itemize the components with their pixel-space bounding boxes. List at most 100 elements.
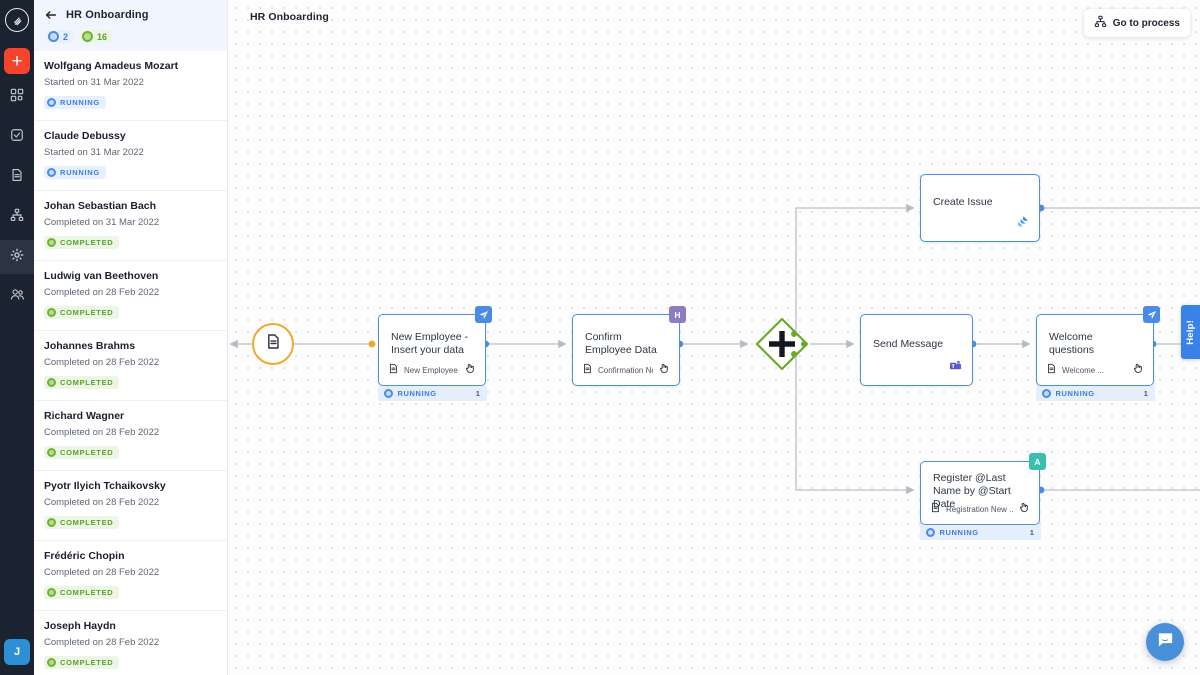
hand-pointer-icon[interactable] <box>658 361 670 379</box>
node-status-badge: RUNNING 1 <box>377 386 487 401</box>
list-item-date: Completed on 28 Feb 2022 <box>44 357 160 368</box>
node-footer: Registration New ... <box>930 500 1030 518</box>
running-dot-icon <box>47 168 56 177</box>
status-badge: RUNNING <box>44 166 106 179</box>
running-dot-icon <box>47 98 56 107</box>
node-title: Send Message <box>873 338 944 350</box>
status-badge-label: RUNNING <box>60 168 100 177</box>
left-nav-rail: + <box>0 0 34 675</box>
chat-bubble-icon <box>1156 630 1175 654</box>
microsoft-teams-icon <box>949 359 962 377</box>
hand-pointer-icon[interactable] <box>1018 500 1030 518</box>
list-item-date: Completed on 31 Mar 2022 <box>44 217 160 228</box>
parallel-gateway[interactable] <box>754 316 810 372</box>
list-item-name: Frédéric Chopin <box>44 550 125 562</box>
list-item-name: Johan Sebastian Bach <box>44 200 157 212</box>
rail-item-dashboard[interactable] <box>0 80 34 114</box>
list-item-date: Completed on 28 Feb 2022 <box>44 497 160 508</box>
list-item-date: Started on 31 Mar 2022 <box>44 77 144 88</box>
list-item-name: Joseph Haydn <box>44 620 116 632</box>
gear-icon <box>10 248 24 267</box>
help-tab[interactable]: Help! <box>1181 305 1200 359</box>
hand-pointer-icon[interactable] <box>1132 361 1144 379</box>
completed-dot-icon <box>47 238 56 247</box>
status-badge: COMPLETED <box>44 656 120 669</box>
instance-list-panel: HR Onboarding 2 16 Wolfgang Amadeus Moza… <box>34 0 228 675</box>
node-status-count: 1 <box>1143 389 1149 398</box>
document-icon <box>265 333 282 355</box>
go-to-process-button[interactable]: Go to process <box>1083 9 1190 37</box>
running-dot-icon <box>1041 389 1051 398</box>
node-form-name: Confirmation Ne... <box>598 365 653 375</box>
avatar[interactable]: J <box>4 639 30 665</box>
letter-badge-a: A <box>1029 453 1046 470</box>
status-badge: RUNNING <box>44 96 106 109</box>
node-new-employee[interactable]: New Employee - Insert your data New Empl… <box>377 306 492 401</box>
compass-logo-icon[interactable] <box>5 8 29 32</box>
status-badge: COMPLETED <box>44 446 120 459</box>
chat-bubble-button[interactable] <box>1146 623 1184 661</box>
list-item-date: Completed on 28 Feb 2022 <box>44 287 160 298</box>
back-arrow-icon[interactable] <box>44 8 58 22</box>
node-status-badge: RUNNING 1 <box>1035 386 1155 401</box>
process-canvas[interactable]: HR Onboarding Go to process <box>228 0 1200 675</box>
hand-pointer-icon[interactable] <box>464 361 476 379</box>
completed-dot-icon <box>47 658 56 667</box>
node-form-name: Registration New ... <box>946 504 1013 514</box>
grid-icon <box>10 88 24 107</box>
list-item-name: Ludwig van Beethoven <box>44 270 159 282</box>
start-event[interactable] <box>252 323 294 365</box>
rail-item-documents[interactable] <box>0 160 34 194</box>
status-chip-running[interactable]: 2 <box>46 30 75 43</box>
status-chip-running-count: 2 <box>63 31 69 42</box>
status-badge: COMPLETED <box>44 236 120 249</box>
form-document-icon <box>388 361 399 379</box>
sitemap-icon <box>10 208 24 227</box>
status-badge-label: COMPLETED <box>60 658 114 667</box>
status-badge-label: COMPLETED <box>60 308 114 317</box>
list-item-date: Completed on 28 Feb 2022 <box>44 637 160 648</box>
node-form-name: Welcome ... <box>1062 365 1105 375</box>
running-dot-icon <box>925 528 935 537</box>
node-register-last-name[interactable]: A Register @Last Name by @Start Date Reg… <box>919 453 1046 540</box>
panel-header: HR Onboarding 2 16 <box>34 0 227 51</box>
node-status-badge: RUNNING 1 <box>919 525 1041 540</box>
status-badge-label: COMPLETED <box>60 238 114 247</box>
document-icon <box>10 168 24 187</box>
node-status-count: 1 <box>475 389 481 398</box>
status-badge: COMPLETED <box>44 306 120 319</box>
add-button[interactable]: + <box>4 48 30 74</box>
form-document-icon <box>930 500 941 518</box>
running-dot-icon <box>48 31 59 42</box>
rail-item-processes[interactable] <box>0 200 34 234</box>
rail-item-users[interactable] <box>0 280 34 314</box>
paper-plane-icon <box>475 306 492 323</box>
rail-item-settings[interactable] <box>0 240 34 274</box>
status-chip-completed[interactable]: 16 <box>80 30 114 43</box>
node-create-issue[interactable]: Create Issue <box>920 174 1040 242</box>
node-welcome-questions[interactable]: Welcome questions Welcome ... <box>1035 306 1160 401</box>
node-status-label: RUNNING <box>939 528 979 537</box>
status-badge-label: COMPLETED <box>60 448 114 457</box>
rail-item-tasks[interactable] <box>0 120 34 154</box>
node-status-label: RUNNING <box>397 389 437 398</box>
status-badge-label: COMPLETED <box>60 518 114 527</box>
list-item-date: Started on 31 Mar 2022 <box>44 147 144 158</box>
node-status-label: RUNNING <box>1055 389 1095 398</box>
users-icon <box>10 287 25 307</box>
form-document-icon <box>582 361 593 379</box>
node-form-name: New Employee ... <box>404 365 459 375</box>
node-send-message[interactable]: Send Message <box>860 314 973 386</box>
node-confirm-employee-data[interactable]: H Confirm Employee Data Confirmation Ne.… <box>572 306 686 386</box>
